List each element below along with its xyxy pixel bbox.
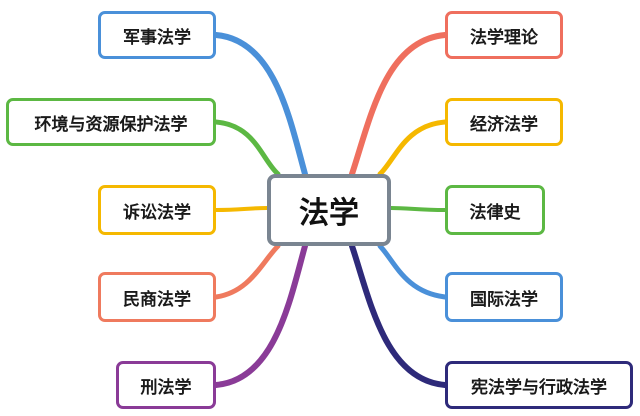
- connector-commercial: [213, 243, 281, 300]
- connector-constitutional: [349, 243, 448, 388]
- node-constitutional-administrative-law[interactable]: 宪法学与行政法学: [445, 361, 633, 409]
- node-legal-theory[interactable]: 法学理论: [445, 11, 563, 59]
- node-criminal-law[interactable]: 刑法学: [116, 361, 216, 409]
- connector-theory: [349, 32, 448, 177]
- connector-history: [389, 206, 447, 212]
- node-environmental-law[interactable]: 环境与资源保护法学: [6, 98, 216, 146]
- node-procedural-law[interactable]: 诉讼法学: [98, 185, 216, 235]
- connector-economic: [377, 119, 448, 177]
- node-economic-law[interactable]: 经济法学: [445, 98, 563, 146]
- connector-military: [213, 32, 308, 177]
- node-international-law[interactable]: 国际法学: [445, 272, 563, 322]
- node-civil-commercial-law[interactable]: 民商法学: [98, 272, 216, 322]
- connector-env: [213, 119, 281, 177]
- connector-international: [377, 243, 448, 300]
- node-military-law[interactable]: 军事法学: [98, 11, 216, 59]
- connector-litigation: [214, 206, 269, 212]
- node-legal-history[interactable]: 法律史: [445, 185, 545, 235]
- connector-criminal: [213, 243, 308, 388]
- center-node-law[interactable]: 法学: [267, 174, 391, 246]
